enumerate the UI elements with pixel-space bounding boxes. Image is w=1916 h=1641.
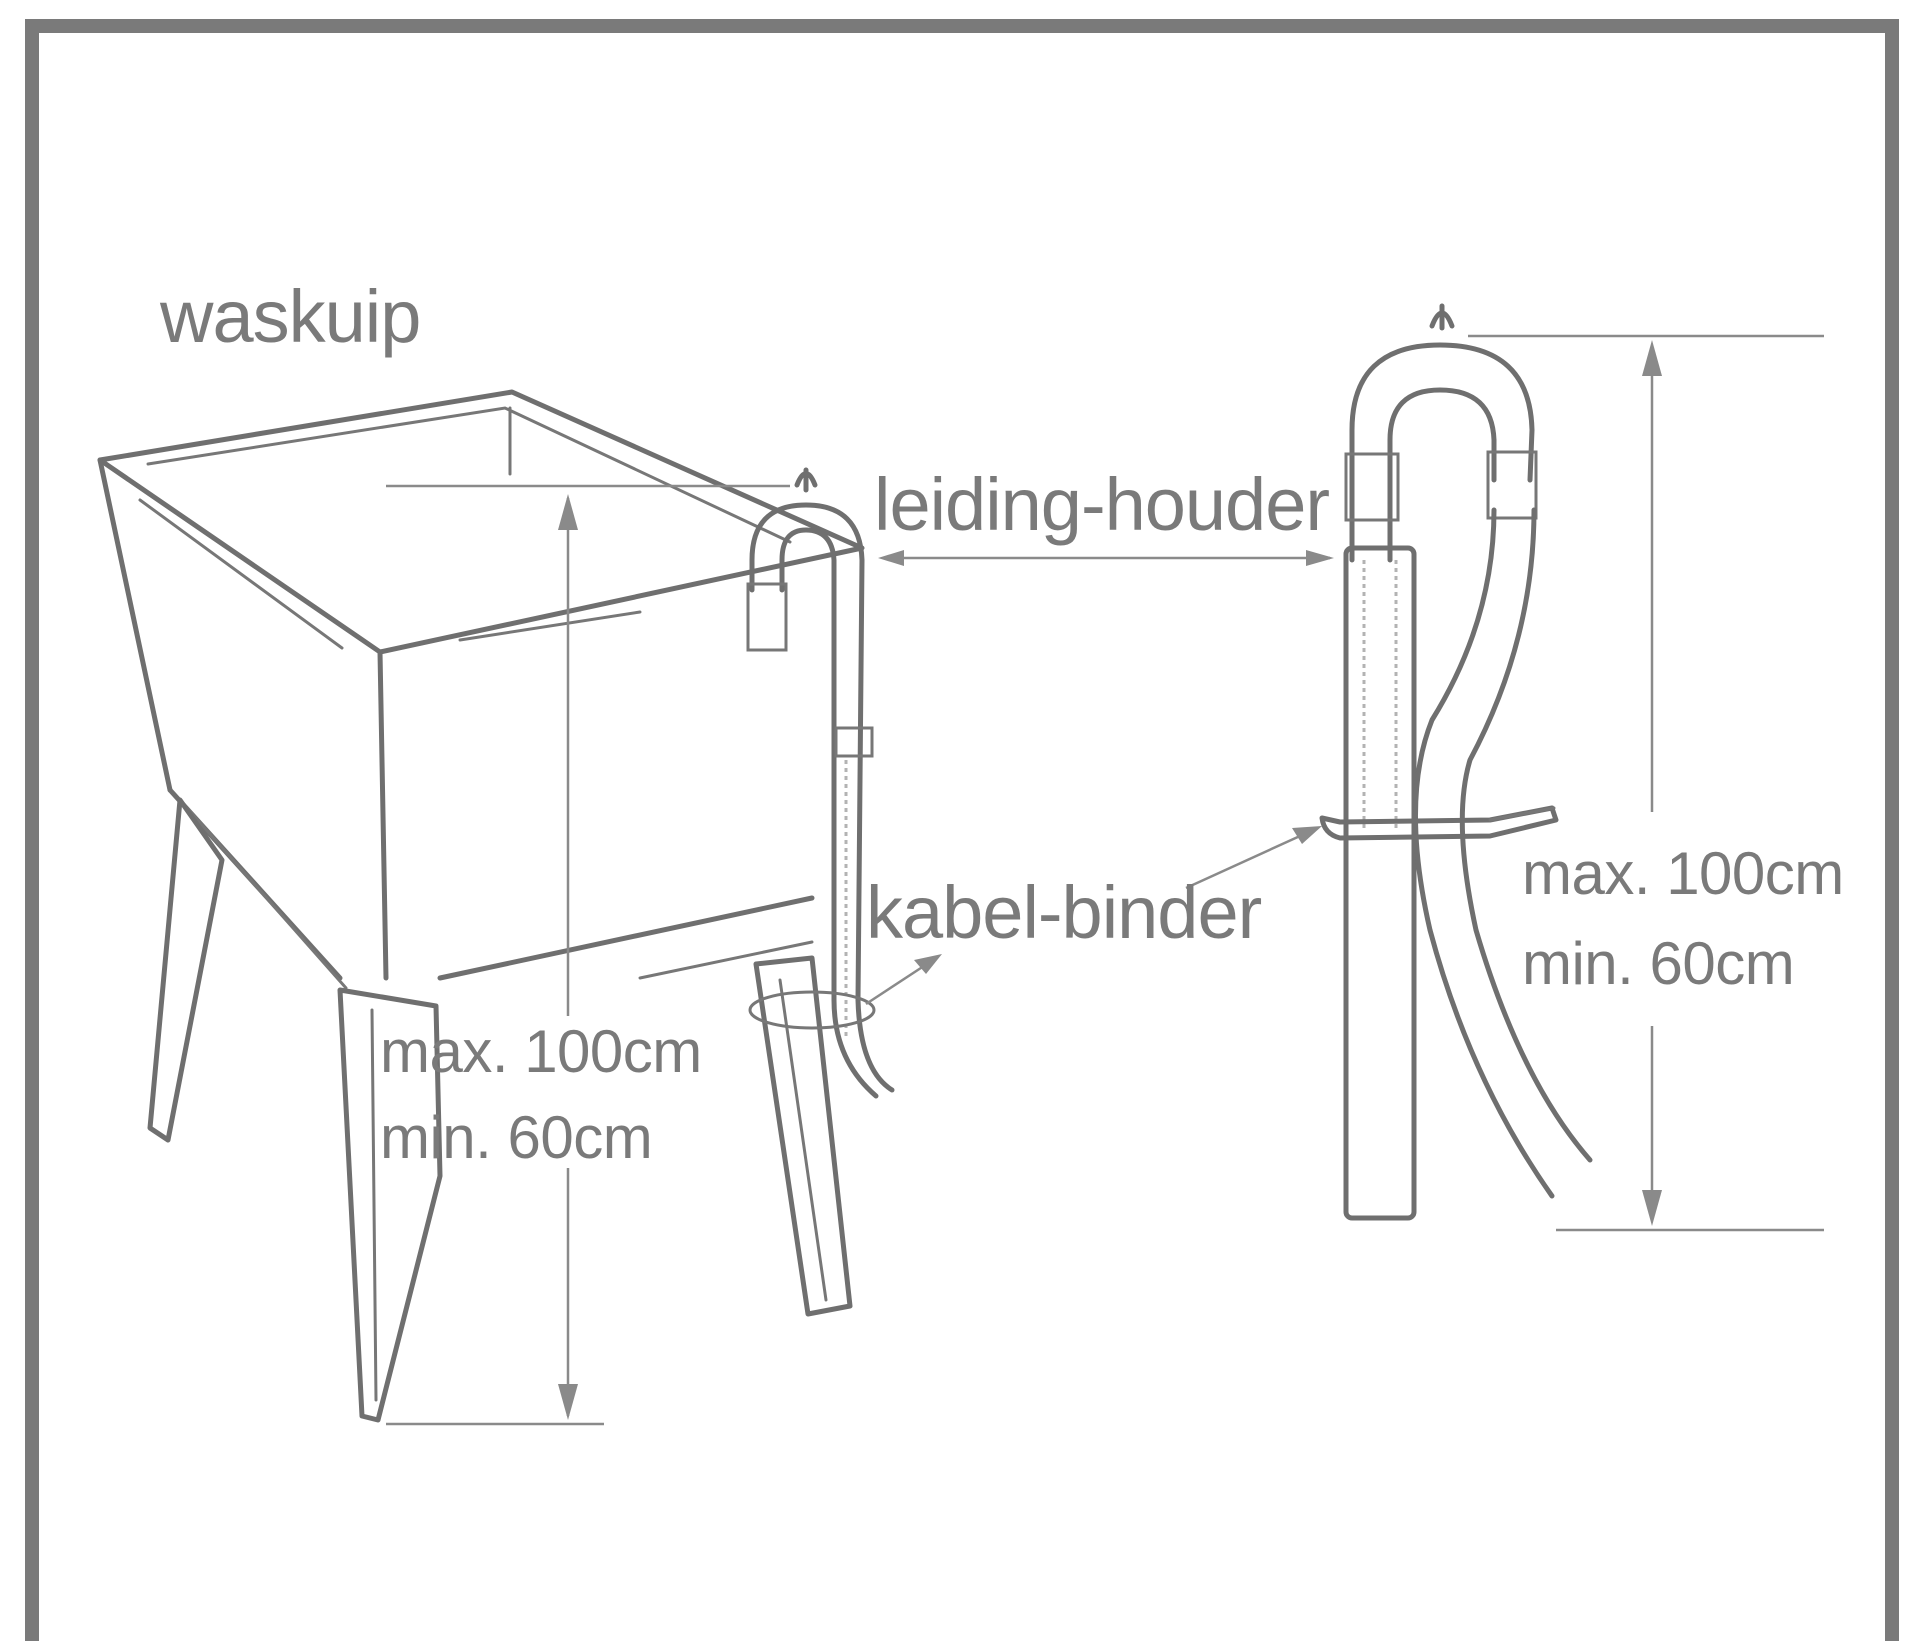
hose-holder-label: leiding-houder [874, 463, 1330, 546]
standpipe-tie-leader [1185, 834, 1301, 890]
sink-tie-leader [865, 960, 931, 1006]
leader-lines [386, 484, 1334, 1006]
sink-label: waskuip [160, 275, 421, 358]
standpipe-illustration [1319, 303, 1593, 1221]
diagram-frame [25, 19, 1899, 1641]
standpipe-height-max-label: max. 100cm [1522, 840, 1844, 907]
standpipe-height-min-label: min. 60cm [1522, 930, 1795, 997]
sink-height-max-label: max. 100cm [380, 1018, 702, 1085]
sink-height-min-label: min. 60cm [380, 1104, 653, 1171]
standpipe-height-dimension [1468, 334, 1824, 1232]
cable-tie-label: kabel-binder [866, 871, 1262, 954]
sink-height-dimension [386, 494, 604, 1426]
sink-hose [746, 467, 895, 1099]
sink-illustration [97, 389, 865, 1423]
